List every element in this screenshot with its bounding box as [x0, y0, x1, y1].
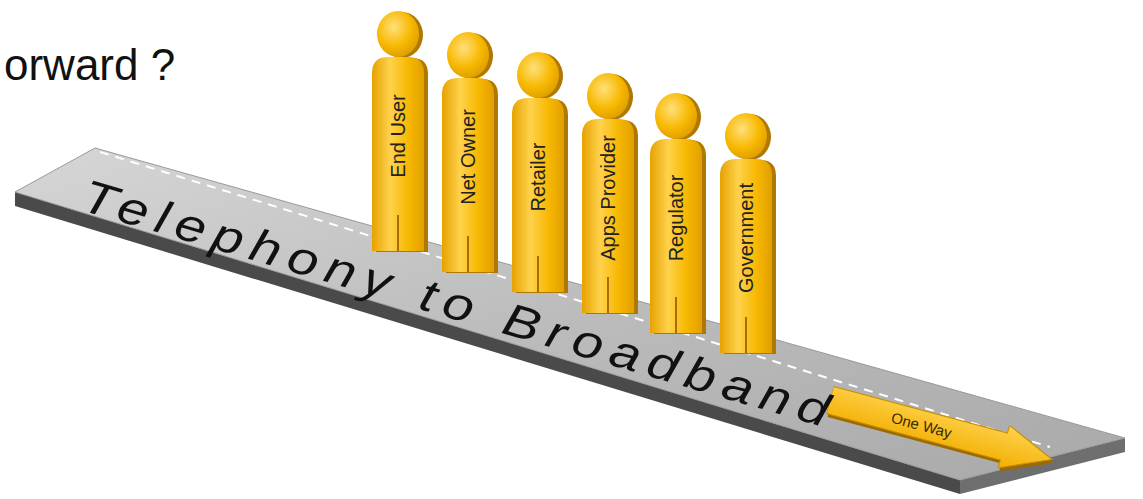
person-figure: Government — [718, 113, 780, 353]
role-label: Retailer — [528, 143, 548, 212]
road-surface — [15, 148, 1125, 480]
role-label: End User — [388, 94, 408, 177]
lane-marking — [100, 152, 1050, 447]
slide-title: orward ? — [4, 40, 175, 90]
role-label: Government — [736, 183, 756, 293]
person-figure: Retailer — [510, 52, 572, 292]
role-label: Net Owner — [458, 109, 478, 205]
person-figure: Apps Provider — [580, 73, 642, 313]
role-label: Apps Provider — [598, 135, 618, 261]
person-figure: End User — [370, 11, 432, 251]
person-figure: Regulator — [648, 93, 710, 333]
person-figure: Net Owner — [440, 32, 502, 272]
role-label: Regulator — [666, 175, 686, 262]
